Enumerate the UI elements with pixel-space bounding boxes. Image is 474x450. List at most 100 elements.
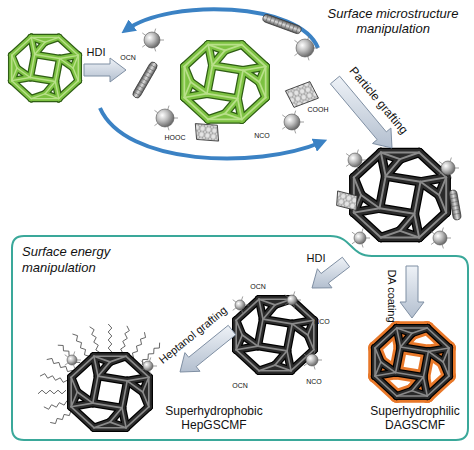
carbon-nanotube [132,61,159,100]
foam-strut [354,208,380,212]
foam-strut [77,392,93,403]
grafted-group [242,310,243,314]
foam-strut [242,45,266,67]
tube-ring [450,197,458,198]
foam-strut [127,381,143,392]
graphene-sheet [333,189,361,212]
foam-strut [30,54,34,77]
foam-strut [212,65,243,70]
foam-strut [98,376,127,381]
functional-group: OCN [250,283,266,291]
foam-strut [225,45,242,51]
grafted-group [450,158,451,162]
foam-strut [208,44,242,46]
tube-ring [136,88,143,92]
foam-strut [258,346,287,351]
foam-strut [381,362,396,373]
foam-strut [207,65,212,93]
step-label: DA coating [386,269,399,322]
foam-strut [380,208,415,214]
foam-strut [400,231,419,238]
tube-ring [449,193,457,194]
node-text: Surface energy manipulation [22,244,134,275]
foam-strut [12,68,17,81]
foam-strut [191,82,207,94]
foam-strut [45,82,55,94]
grafted-group [294,40,297,42]
foam-strut [386,176,421,182]
foam-strut [184,45,208,67]
hdi-treated-foam [236,299,314,370]
foam-strut [275,351,287,365]
carbon-nanotube [262,13,302,34]
foam-strut [93,376,98,403]
foam-strut [423,351,428,377]
foam-strut [381,362,396,373]
foam-strut [59,81,78,99]
foam-strut [110,408,122,422]
foam-strut [396,347,401,373]
foam-strut [292,324,308,335]
grafted-group [65,355,68,357]
foam-strut [110,356,126,362]
foam-strut [375,328,397,348]
foam-strut [55,59,59,82]
grafted-group [297,300,301,301]
foam-strut [443,362,449,376]
strut-highlight [71,356,149,427]
foam-strut [183,67,185,98]
alkyl-chain [38,390,66,394]
grafted-group [357,167,358,171]
grafted-group [431,232,434,234]
strut-highlight [354,153,446,238]
foam-strut [243,70,259,82]
foam-strut [308,335,314,350]
foam-strut [127,377,149,381]
foam-strut [71,407,94,428]
foam-strut [184,97,208,119]
foam-strut [59,37,78,55]
reagent-label: HDI [307,252,326,265]
strut-body [236,299,314,370]
green-foam [184,45,265,120]
foam-strut [412,328,427,333]
foam-strut [401,333,412,347]
foam-strut [263,305,275,319]
strut-body [12,37,79,98]
tube-ring [281,20,284,28]
graphene-coated-foam [354,153,446,238]
foam-strut [78,55,79,80]
tube-ring [453,213,461,214]
particle-sphere [67,355,77,365]
grafted-group [447,238,451,239]
foam-strut [258,346,287,351]
alkyl-chain [44,401,67,410]
foam-strut [400,214,414,231]
grafted-group [431,242,434,244]
grafted-group [314,48,318,49]
tube-ring [146,71,153,75]
strut-body [71,356,149,427]
foam-strut [208,119,242,121]
foam-strut [212,65,243,70]
particle-sphere [235,300,245,310]
foam-strut [73,55,78,68]
foam-strut [110,408,122,422]
grafted-group [366,238,370,239]
foam-strut [396,347,401,373]
foam-strut [110,408,122,422]
alkyl-chain [72,334,89,356]
foam-strut [31,94,45,99]
strut-body [375,328,449,396]
foam-strut [236,335,242,350]
carbon-nanotube [448,190,461,221]
foam-strut [259,298,291,300]
grafted-group [439,172,442,174]
foam-strut [31,94,45,99]
superhydrophobic-foam [71,356,149,427]
foam-strut [443,348,449,362]
grafted-group [442,245,443,249]
foam-strut [71,392,77,407]
foam-strut [423,351,428,377]
foam-strut [292,324,308,335]
